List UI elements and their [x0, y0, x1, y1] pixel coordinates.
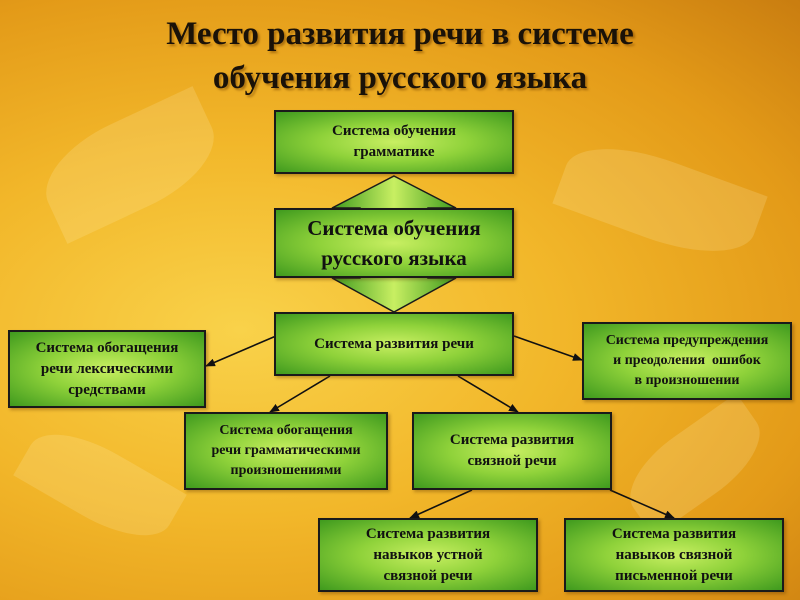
connector-to-coherent	[457, 375, 519, 413]
node-error-prevention: Система предупреждения и преодоления оши…	[582, 322, 792, 400]
node-text: Система обогащения	[35, 339, 179, 356]
node-grammatical-enrichment: Система обогащения речи грамматическими …	[184, 412, 388, 490]
node-speech-development-system: Система развития речи	[274, 312, 514, 376]
node-coherent-speech: Система развития связной речи	[412, 412, 612, 490]
node-text: навыков связной	[615, 546, 733, 563]
node-text: речи лексическими	[40, 360, 174, 377]
node-text: речи грамматическими	[211, 443, 361, 458]
connector-to-lexical	[205, 335, 277, 367]
node-text: Система обогащения	[219, 423, 353, 438]
node-text: и преодоления ошибок	[613, 353, 761, 368]
node-written-speech-skills: Система развития навыков связной письмен…	[564, 518, 784, 592]
node-text: произношениями	[230, 463, 342, 478]
node-russian-language-system: Система обучения русского языка	[274, 208, 514, 278]
node-text: Система развития	[449, 432, 575, 448]
slide-title: Место развития речи в системе обучения р…	[0, 12, 800, 100]
node-text: Система развития	[611, 525, 737, 542]
node-text: Система развития речи	[314, 335, 474, 352]
connector-to-grammatical	[269, 375, 331, 413]
node-text: русского языка	[321, 246, 467, 270]
node-text: грамматике	[353, 144, 435, 160]
slide-title-line-2: обучения русского языка	[212, 60, 588, 96]
connector-to-prevention	[513, 335, 583, 361]
connector-to-written	[609, 489, 675, 519]
node-text: Система обучения	[307, 216, 481, 240]
node-grammar-system: Система обучения грамматике	[274, 110, 514, 174]
node-text: связной речи	[383, 567, 473, 584]
connector-to-oral	[409, 489, 473, 519]
node-text: Система обучения	[332, 123, 456, 139]
node-text: Система предупреждения	[605, 333, 769, 348]
node-oral-speech-skills: Система развития навыков устной связной …	[318, 518, 538, 592]
node-lexical-enrichment: Система обогащения речи лексическими сре…	[8, 330, 206, 408]
node-text: навыков устной	[373, 546, 483, 563]
node-text: в произношении	[634, 373, 740, 388]
node-text: связной речи	[467, 453, 557, 469]
node-text: средствами	[68, 381, 146, 398]
node-text: Система развития	[365, 525, 491, 542]
slide-title-line-1: Место развития речи в системе	[166, 16, 634, 52]
node-text: письменной речи	[615, 567, 733, 584]
